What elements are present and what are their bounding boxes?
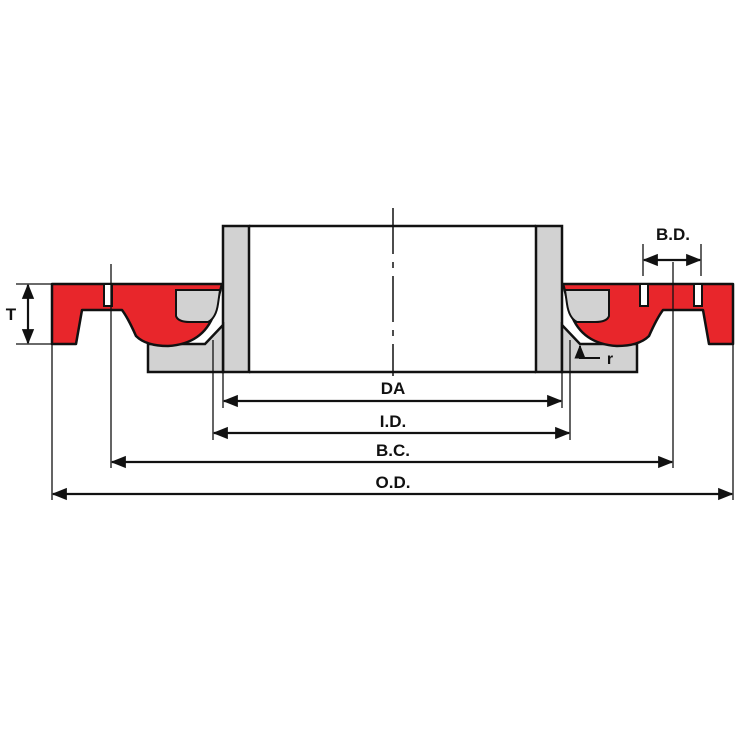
- extension-lines: [16, 244, 734, 500]
- pipe-left-wall: [221, 224, 251, 374]
- hub-left-base: [146, 321, 225, 374]
- label-bc: B.C.: [376, 441, 410, 460]
- flange-right: [561, 282, 735, 348]
- radius-leader: [574, 344, 600, 359]
- label-da: DA: [381, 379, 406, 398]
- flange-right-bolt-slot-b: [693, 283, 703, 307]
- flange-left: [50, 282, 224, 348]
- label-bd: B.D.: [656, 225, 690, 244]
- label-r: r: [607, 351, 613, 368]
- hub-right-base: [560, 321, 639, 374]
- label-id: I.D.: [380, 412, 406, 431]
- label-t: T: [6, 305, 17, 324]
- label-od: O.D.: [376, 473, 411, 492]
- pipe-right-wall: [534, 224, 564, 374]
- flange-left-gasket: [175, 289, 222, 323]
- flange-right-bolt-slot-a: [639, 283, 649, 307]
- flange-left-bolt-slot: [103, 283, 113, 307]
- flange-right-gasket: [563, 289, 610, 323]
